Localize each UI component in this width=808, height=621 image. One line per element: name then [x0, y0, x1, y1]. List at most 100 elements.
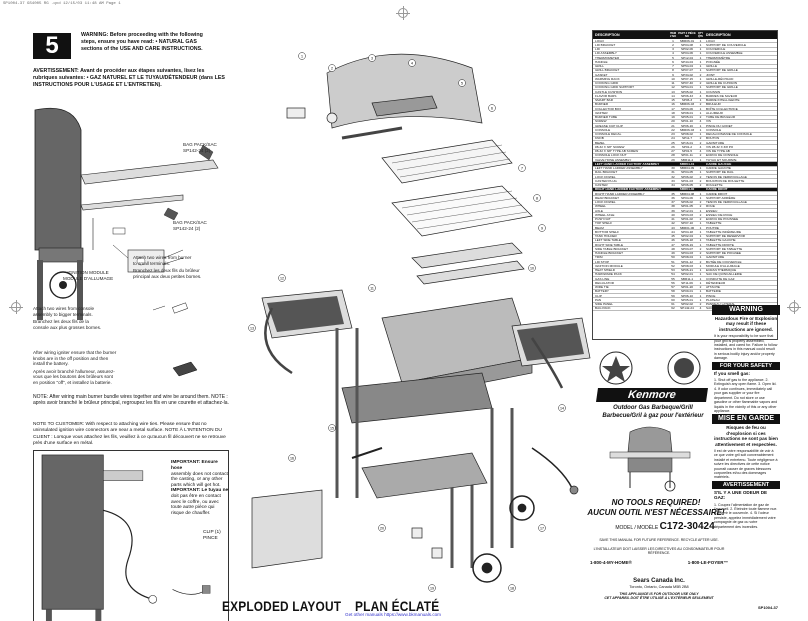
- avert-body: 1. Coupez l'alimentation de gaz de l'app…: [714, 502, 778, 529]
- parts-cell: SP05-01: [680, 298, 694, 302]
- parts-cell: 1: [699, 60, 702, 64]
- registration-mark: [396, 6, 410, 20]
- part-number-label: 11: [370, 286, 374, 290]
- parts-cell: SUPPORT DE TABLETTE: [706, 247, 743, 251]
- parts-cell: 54: [671, 272, 675, 277]
- parts-cell: 1: [699, 243, 702, 247]
- parts-cell: 2: [699, 183, 702, 188]
- parts-cell: COUVERCLE: [706, 47, 726, 52]
- parts-cell: VIS: [706, 119, 711, 124]
- parts-cell: POIGNÉE: [706, 60, 721, 64]
- parts-cell: SMART BAR: [595, 98, 613, 103]
- parts-cell: 2: [672, 43, 674, 47]
- parts-cell: WARMING RACK: [595, 77, 620, 81]
- parts-cell: LID: [595, 47, 600, 52]
- parts-cell: ATTACHE: [706, 285, 720, 290]
- parts-cell: SUPPORT DE GRILLE: [706, 85, 738, 90]
- parts-cell: 36: [671, 196, 675, 200]
- parts-cell: CADRE DROIT: [706, 192, 728, 196]
- parts-cell: ESSIEU DE ROUE: [706, 213, 733, 217]
- parts-cell: SP01-03: [680, 179, 694, 183]
- parts-cell: SP07-10: [680, 221, 694, 226]
- parts-cell: SP16-01: [680, 141, 694, 145]
- parts-cell: BARRES DE SAVEUR: [706, 94, 738, 98]
- parts-cell: SP01-05: [680, 204, 694, 209]
- parts-cell: 6: [672, 60, 674, 64]
- parts-cell: TRIM: [595, 255, 603, 260]
- parts-cell: 9: [672, 73, 674, 77]
- parts-cell: 2: [699, 251, 702, 256]
- parts-cell: SP02-04: [680, 234, 694, 239]
- avert-head: S'IL Y A UNE ODEUR DE GAZ:: [714, 489, 768, 501]
- parts-cell: GARNITURE: [706, 141, 725, 145]
- parts-cell: SP06-10: [680, 294, 694, 298]
- parts-cell: LOGO: [706, 39, 715, 43]
- parts-cell: SP34-02: [680, 73, 694, 77]
- parts-cell: 3: [672, 47, 674, 52]
- parts-cell: SP02-02: [680, 302, 694, 307]
- parts-cell: ÉCROU DE POUSSÉE: [706, 217, 739, 222]
- parts-cell: 1: [699, 264, 702, 268]
- parts-cell: GRILL: [595, 64, 604, 69]
- parts-cell: BATTERY: [595, 289, 609, 294]
- parts-cell: SP01-02: [680, 217, 694, 222]
- part-number-label: 19: [430, 586, 434, 590]
- parts-cell: CADRE DROIT: [706, 187, 728, 192]
- parts-cell: SP09-01: [680, 289, 694, 294]
- parts-cell: 10: [671, 77, 675, 81]
- parts-cell: 26: [671, 145, 675, 149]
- parts-cell: 48: [671, 247, 675, 251]
- parts-cell: SP04-06: [680, 51, 694, 56]
- grill-illustration: [609, 426, 691, 492]
- parts-cell: TANK HOLDER: [595, 234, 617, 239]
- parts-cell: 1: [699, 294, 702, 298]
- parts-cell: 59: [671, 294, 675, 298]
- parts-cell: 62: [671, 306, 675, 311]
- parts-cell: HEAT SHIELD: [595, 268, 616, 273]
- parts-cell: SP05-01: [680, 115, 694, 120]
- certification-logos: [599, 351, 701, 385]
- parts-cell: 43: [671, 226, 675, 230]
- parts-cell: SUPPORT DE POIGNÉE: [706, 251, 741, 256]
- parts-cell: 1: [699, 298, 702, 302]
- parts-cell: HANDLE BRACKET: [595, 251, 624, 256]
- parts-cell: 61: [671, 302, 675, 307]
- mise-head: Risques de feu ou d'explosion si ces ins…: [714, 425, 778, 447]
- mise-title: MISE EN GARDE: [712, 414, 780, 425]
- manuals-link[interactable]: Get other manuals https://www.bkmanuals.…: [345, 612, 441, 617]
- parts-cell: DÉCALCOMANIE DE CONSOLE: [706, 132, 752, 137]
- parts-cell: 4: [672, 51, 674, 56]
- part-number-label: 1: [301, 54, 303, 58]
- parts-cell: GARNITURE: [706, 255, 725, 260]
- parts-cell: GAS LINE: [595, 277, 610, 281]
- parts-cell: ROULETTE: [706, 183, 723, 188]
- warning-column: WARNING Hazardous Fire or Explosion may …: [712, 305, 780, 603]
- parts-cell: 1: [699, 98, 702, 103]
- parts-cell: 12: [671, 85, 675, 90]
- parts-cell: 2: [699, 200, 702, 205]
- part-number-label: 13: [250, 326, 254, 330]
- parts-cell: BRÛLEUR: [706, 102, 721, 107]
- parts-cell: SP01-20: [680, 285, 694, 290]
- parts-cell: SP06-43: [680, 94, 694, 98]
- parts-cell: 2: [699, 136, 702, 141]
- parts-cell: 2: [699, 285, 702, 290]
- parts-cell: 47: [671, 243, 675, 247]
- part-number-label: 16: [290, 456, 294, 460]
